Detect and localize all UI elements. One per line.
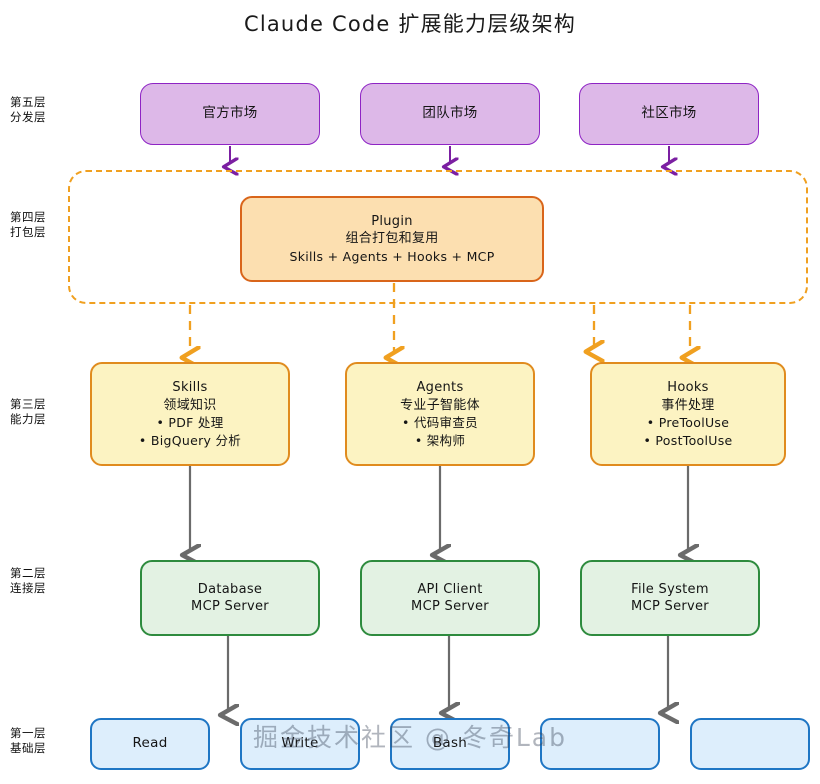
layer-label-4: 第四层 打包层 — [10, 210, 82, 240]
node-api-client-mcp-line1: API Client — [417, 581, 483, 597]
layer-4-name: 打包层 — [10, 225, 46, 239]
node-community-marketplace[interactable]: 社区市场 — [579, 83, 759, 145]
node-hooks-item-1: • PreToolUse — [646, 415, 730, 430]
node-skills-subtitle: 领域知识 — [163, 397, 217, 413]
node-community-marketplace-label: 社区市场 — [641, 105, 697, 122]
node-agents[interactable]: Agents 专业子智能体 • 代码审查员 • 架构师 — [345, 362, 535, 466]
node-tool-read[interactable]: Read — [90, 718, 210, 770]
node-plugin[interactable]: Plugin 组合打包和复用 Skills + Agents + Hooks +… — [240, 196, 544, 282]
layer-label-1: 第一层 基础层 — [10, 726, 82, 756]
node-tool-write[interactable]: Write — [240, 718, 360, 770]
layer-1-name: 基础层 — [10, 741, 46, 755]
node-plugin-composition: Skills + Agents + Hooks + MCP — [289, 248, 495, 264]
node-file-system-mcp-line1: File System — [631, 581, 709, 597]
node-hooks-subtitle: 事件处理 — [661, 397, 715, 413]
node-skills[interactable]: Skills 领域知识 • PDF 处理 • BigQuery 分析 — [90, 362, 290, 466]
node-api-client-mcp-line2: MCP Server — [411, 599, 489, 614]
node-plugin-subtitle: 组合打包和复用 — [345, 231, 439, 247]
node-skills-item-2: • BigQuery 分析 — [138, 432, 242, 448]
node-official-marketplace-label: 官方市场 — [202, 105, 258, 122]
layer-3-name: 能力层 — [10, 412, 46, 426]
node-skills-title: Skills — [172, 380, 208, 395]
layer-2-index: 第二层 — [10, 566, 46, 580]
layer-label-2: 第二层 连接层 — [10, 566, 82, 596]
node-tool-bash[interactable]: Bash — [390, 718, 510, 770]
node-tool-bash-label: Bash — [432, 735, 468, 752]
layer-2-name: 连接层 — [10, 581, 46, 595]
node-tool-read-label: Read — [132, 735, 168, 752]
node-agents-item-2: • 架构师 — [414, 432, 466, 448]
node-file-system-mcp-server[interactable]: File System MCP Server — [580, 560, 760, 636]
node-tool-5[interactable] — [690, 718, 810, 770]
layer-5-name: 分发层 — [10, 110, 46, 124]
node-team-marketplace[interactable]: 团队市场 — [360, 83, 540, 145]
node-agents-subtitle: 专业子智能体 — [400, 397, 480, 413]
node-team-marketplace-label: 团队市场 — [422, 105, 478, 122]
node-database-mcp-line1: Database — [197, 581, 263, 597]
node-plugin-title: Plugin — [371, 213, 413, 229]
layer-1-index: 第一层 — [10, 726, 46, 740]
node-file-system-mcp-line2: MCP Server — [631, 599, 709, 614]
node-database-mcp-server[interactable]: Database MCP Server — [140, 560, 320, 636]
node-hooks-item-2: • PostToolUse — [643, 432, 733, 448]
node-agents-title: Agents — [416, 380, 464, 395]
layer-5-index: 第五层 — [10, 95, 46, 109]
layer-label-3: 第三层 能力层 — [10, 397, 82, 427]
node-hooks-title: Hooks — [667, 380, 709, 395]
node-agents-item-1: • 代码审查员 — [402, 415, 478, 430]
node-official-marketplace[interactable]: 官方市场 — [140, 83, 320, 145]
node-database-mcp-line2: MCP Server — [191, 599, 269, 614]
layer-4-index: 第四层 — [10, 210, 46, 224]
node-hooks[interactable]: Hooks 事件处理 • PreToolUse • PostToolUse — [590, 362, 786, 466]
node-tool-write-label: Write — [281, 735, 319, 752]
layer-3-index: 第三层 — [10, 397, 46, 411]
node-api-client-mcp-server[interactable]: API Client MCP Server — [360, 560, 540, 636]
node-skills-item-1: • PDF 处理 — [156, 415, 224, 430]
plugin-group-boundary — [68, 170, 808, 304]
node-tool-4[interactable] — [540, 718, 660, 770]
page-title: Claude Code 扩展能力层级架构 — [243, 12, 577, 36]
layer-label-5: 第五层 分发层 — [10, 95, 82, 125]
